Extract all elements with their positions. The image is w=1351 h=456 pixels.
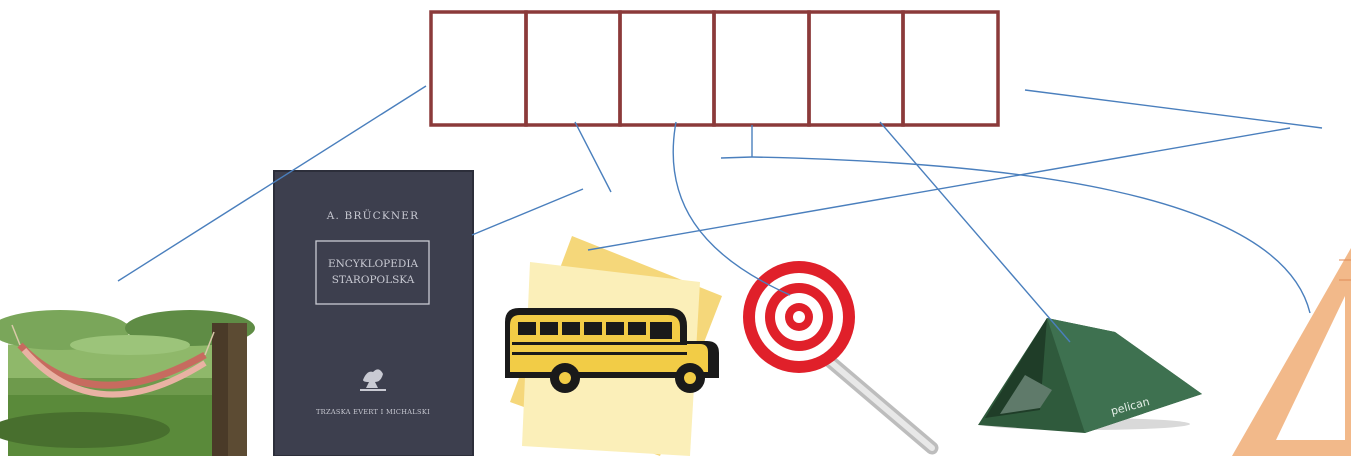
connector-3	[575, 122, 611, 192]
book-publisher: TRZASKA EVERT I MICHALSKI	[316, 408, 430, 416]
grid-cell-3[interactable]	[620, 12, 714, 125]
connector-6	[721, 157, 752, 158]
connector-2	[472, 189, 583, 235]
connector-10	[588, 128, 1290, 250]
grid-cell-2[interactable]	[526, 12, 620, 125]
connector-8	[880, 122, 1070, 342]
tent-icon: pelican	[978, 318, 1202, 433]
letter-grid	[431, 12, 998, 125]
book-title-line2: STAROPOLSKA	[332, 274, 415, 286]
set-square-icon	[1232, 248, 1351, 456]
lollipop-icon	[743, 261, 932, 448]
hammock-photo	[0, 310, 255, 456]
book-cover: A. BRÜCKNER ENCYKLOPEDIA STAROPOLSKA TRZ…	[274, 171, 473, 456]
grid-cell-1[interactable]	[431, 12, 526, 125]
grid-cell-4[interactable]	[714, 12, 809, 125]
connector-9	[1025, 90, 1322, 128]
grid-cell-5[interactable]	[809, 12, 903, 125]
school-bus-icon	[505, 236, 722, 456]
book-author: A. BRÜCKNER	[326, 208, 420, 222]
grid-cell-6[interactable]	[903, 12, 998, 125]
book-title-line1: ENCYKLOPEDIA	[328, 258, 419, 270]
